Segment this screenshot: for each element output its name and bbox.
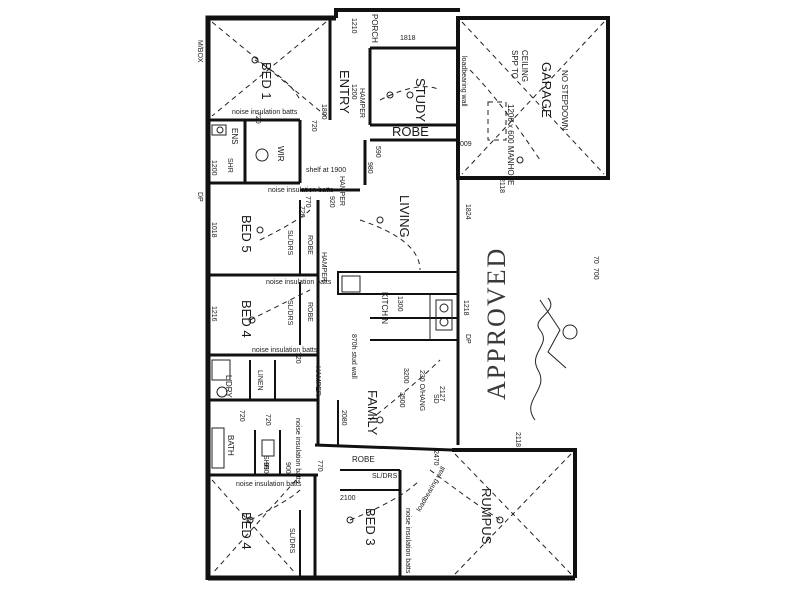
note-shelf: shelf at 1900 xyxy=(306,167,346,174)
note-noise-bed4b: noise insulation batts xyxy=(236,481,302,488)
dim-3200: 3200 xyxy=(402,368,409,384)
label-entry: ENTRY xyxy=(337,70,352,114)
dim-950: 950 xyxy=(262,462,269,474)
dim-1218: 1218 xyxy=(462,300,469,316)
electrical-wiring xyxy=(246,56,541,524)
label-wir: WIR xyxy=(276,146,285,162)
dim-720a: 720 xyxy=(254,112,261,124)
label-garage: GARAGE xyxy=(539,62,554,118)
dim-2100: 2100 xyxy=(340,495,356,502)
label-hamper-entry: HAMPER xyxy=(358,88,365,118)
note-ohang: 230 O/HANG xyxy=(418,370,425,411)
label-ldry: L'DRY xyxy=(224,375,233,398)
dim-920: 920 xyxy=(328,196,335,208)
label-hamper-ldry: HAMPER xyxy=(314,366,321,396)
label-bath: BATH xyxy=(226,435,235,456)
room-labels: BED 1 ENTRY PORCH STUDY GARAGE ENS WIR R… xyxy=(224,14,554,554)
label-family: FAMILY xyxy=(365,390,380,436)
label-ens: ENS xyxy=(230,128,239,144)
note-noise-bath: noise insulation batts xyxy=(294,418,301,484)
dim-2470: 2470 xyxy=(432,450,439,466)
note-wbox: M/BOX xyxy=(196,40,203,63)
note-noise-bed5: noise insulation batts xyxy=(268,187,334,194)
dim-009: 009 xyxy=(460,141,472,148)
note-stud-wall: 870h stud wall xyxy=(350,334,357,379)
dim-1824: 1824 xyxy=(464,204,471,220)
dim-720e: 720 xyxy=(294,352,301,364)
ceiling-diagonals xyxy=(211,21,605,575)
note-sd: SD xyxy=(432,394,439,404)
label-robe-bottom: ROBE xyxy=(352,455,375,464)
dim-700: 700 xyxy=(592,268,599,280)
label-sldrs-bed3: SL/DRS xyxy=(372,473,398,480)
note-noise-bed5b: noise insulation batts xyxy=(266,279,332,286)
manhole xyxy=(487,101,507,141)
note-no-stepdown: NO STEPDOWN xyxy=(560,70,569,131)
note-noise-bed1: noise insulation batts xyxy=(232,109,298,116)
dim-720f: 720 xyxy=(310,120,317,132)
label-robe-bed4: ROBE xyxy=(306,302,313,322)
label-shr-ens: SHR xyxy=(226,158,233,173)
label-sldrs-bed5: SL/DRS xyxy=(286,230,293,256)
note-manhole: 1200 x 600 MANHOLE xyxy=(506,104,515,185)
dim-1216: 1216 xyxy=(210,306,217,322)
note-loadbearing-bottom: loadbearing wall xyxy=(416,465,448,513)
outer-walls xyxy=(205,8,610,581)
notes: SPP TO CEILING 1200 x 600 MANHOLE NO STE… xyxy=(196,40,569,574)
label-kitchen: KITCH N xyxy=(380,292,389,324)
dim-1818: 1818 xyxy=(400,35,416,42)
dim-3500: 3500 xyxy=(398,392,405,408)
label-shr-bath: SHR xyxy=(262,455,269,470)
note-noise-bed4: noise insulation batts xyxy=(252,347,318,354)
label-bed5: BED 5 xyxy=(239,215,254,253)
note-loadbearing-top: loadbearing wall xyxy=(460,56,467,107)
dimensions: 1818 1210 720 720 720 720 720 720 1200 1… xyxy=(210,18,599,502)
interior-walls xyxy=(208,18,459,578)
note-noise-bed3: noise insulation batts xyxy=(404,508,411,574)
dim-2118b: 2118 xyxy=(514,432,521,447)
fixtures xyxy=(211,124,453,469)
label-bed4-mid: BED 4 xyxy=(239,300,254,338)
note-ceiling: CEILING xyxy=(520,50,529,82)
dim-2118a: 2118 xyxy=(498,178,505,193)
dim-1210: 1210 xyxy=(350,18,357,34)
dim-1200b: 1200 xyxy=(350,84,357,100)
dim-1300: 1300 xyxy=(396,296,403,312)
label-bed1: BED 1 xyxy=(259,62,274,100)
dim-1018: 1018 xyxy=(210,222,217,238)
approved-stamp: APPROVED xyxy=(482,247,511,400)
label-linen: LINEN xyxy=(256,370,263,391)
dim-1200a: 1200 xyxy=(210,160,217,176)
label-robe-bed5: ROBE xyxy=(306,235,313,255)
dim-1800: 1800 xyxy=(320,104,327,120)
dim-770b: 770 xyxy=(316,460,323,472)
dim-590: 590 xyxy=(374,146,381,158)
label-bed3: BED 3 xyxy=(363,508,378,546)
dim-900: 900 xyxy=(284,462,291,474)
note-dp-2: DP xyxy=(464,334,471,344)
label-hamper-hall: HAMPER xyxy=(338,176,345,206)
dim-720c: 720 xyxy=(238,410,245,422)
label-sldrs-bottom: SL/DRS xyxy=(288,528,295,554)
dim-980: 980 xyxy=(366,162,373,174)
dim-2127: 2127 xyxy=(438,386,445,402)
signature xyxy=(530,297,578,421)
dim-770a: 770 xyxy=(304,196,311,208)
dim-70: 70 xyxy=(592,256,599,264)
note-dp-1: DP xyxy=(196,192,203,202)
dim-720b: 720 xyxy=(298,206,305,218)
label-porch: PORCH xyxy=(370,14,379,43)
label-bed4-bottom: BED 4 xyxy=(239,512,254,550)
label-robe-top: ROBE xyxy=(392,124,429,139)
label-rumpus: RUMPUS xyxy=(479,488,494,545)
label-hamper-mid: HAMPER xyxy=(320,252,327,282)
label-sldrs-bed4: SL/DRS xyxy=(286,300,293,326)
label-study: STUDY xyxy=(413,78,428,122)
label-living: LIVING xyxy=(397,195,412,238)
note-spp: SPP TO xyxy=(510,50,519,79)
dim-720d: 720 xyxy=(264,414,271,426)
dim-2080: 2080 xyxy=(340,410,347,426)
